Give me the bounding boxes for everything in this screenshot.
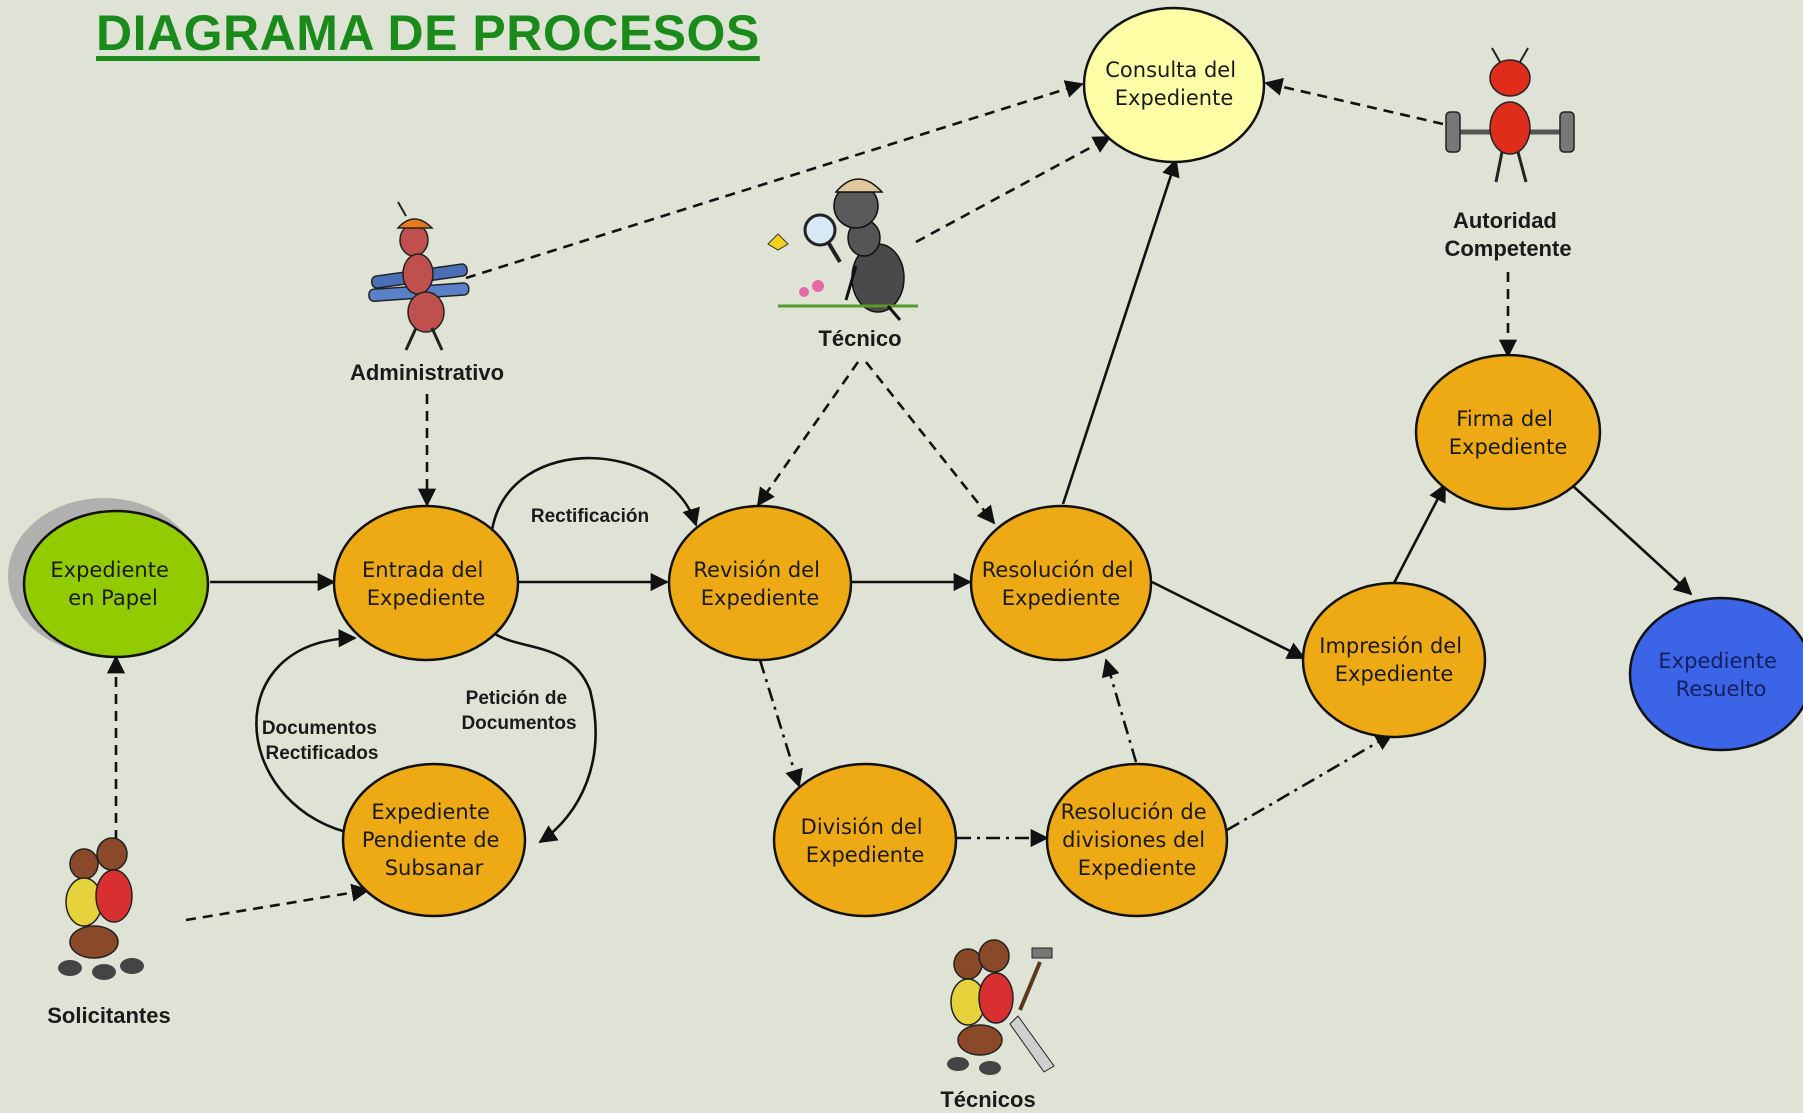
node-firma-del-expediente[interactable]: Firma del Expediente	[1414, 353, 1602, 511]
actors: Administrativo Técnico	[47, 47, 1575, 1112]
node-impresion-del-expediente[interactable]: Impresión del Expediente	[1301, 581, 1487, 739]
node-expediente-pendiente-de-subsanar[interactable]: Expediente Pendiente de Subsanar	[341, 762, 527, 918]
diagram-title: DIAGRAMA DE PROCESOS	[96, 5, 760, 61]
edge-administrativo-consulta	[465, 80, 1084, 280]
ant-carrying-pipes-icon	[368, 201, 470, 351]
edge-resolucion-consulta	[1061, 158, 1180, 505]
node-resuelto-text: Expediente Resuelto	[1658, 649, 1783, 701]
node-division-del-expediente[interactable]: División del Expediente	[772, 762, 958, 918]
edge-impresion-firma	[1392, 483, 1447, 584]
two-ants-icon	[58, 837, 144, 980]
node-resolucion-de-divisiones[interactable]: Resolución de divisiones del Expediente	[1045, 762, 1229, 918]
node-resolucion-text: Resolución del Expediente	[982, 558, 1141, 610]
node-firma-text: Firma del Expediente	[1449, 407, 1568, 459]
two-ants-with-tools-icon	[947, 939, 1055, 1075]
node-pendiente-text: Expediente Pendiente de Subsanar	[362, 800, 506, 880]
label-peticion-line1: Petición de	[466, 688, 567, 709]
edge-labels: Rectificación Petición de Documentos Doc…	[262, 506, 649, 764]
actor-tecnicos-label: Técnicos	[940, 1087, 1035, 1112]
edge-resdivisiones-impresion	[1226, 732, 1394, 832]
red-ant-weightlifter-icon	[1445, 47, 1575, 183]
edge-tecnico-consulta	[915, 135, 1112, 244]
edge-revision-division	[758, 659, 803, 788]
edge-tecnico-resolucion	[864, 361, 996, 525]
node-consulta-text: Consulta del Expediente	[1105, 58, 1242, 110]
edge-resolucion-impresion	[1151, 580, 1306, 660]
node-expediente-en-papel[interactable]: Expediente en Papel	[8, 498, 210, 659]
label-documentos-line1: Documentos	[262, 718, 377, 739]
node-entrada-del-expediente[interactable]: Entrada del Expediente	[332, 504, 520, 662]
node-resolucion-del-expediente[interactable]: Resolución del Expediente	[969, 504, 1153, 662]
node-division-text: División del Expediente	[801, 815, 930, 867]
label-documentos-line2: Rectificados	[266, 743, 379, 764]
label-rectificacion: Rectificación	[531, 506, 649, 527]
edges	[106, 77, 1693, 922]
edge-autoridad-consulta	[1264, 77, 1444, 126]
edge-documentos-rectificados	[255, 629, 357, 834]
edge-resdivisiones-resolucion	[1101, 658, 1138, 763]
edge-peticion-documentos	[491, 630, 597, 844]
actor-tecnico-label: Técnico	[818, 326, 901, 351]
node-consulta-del-expediente[interactable]: Consulta del Expediente	[1082, 6, 1266, 164]
ant-with-magnifier-icon	[767, 178, 918, 321]
node-revision-text: Revisión del Expediente	[693, 558, 826, 610]
edge-rectificacion	[490, 456, 700, 531]
edge-firma-resuelto	[1572, 485, 1693, 596]
node-papel-text: Expediente en Papel	[50, 558, 175, 610]
edge-solicitantes-pendiente	[185, 883, 370, 922]
actor-solicitantes-label: Solicitantes	[47, 1003, 170, 1028]
label-peticion-line2: Documentos	[461, 713, 576, 734]
label-documentos-rectificados: Documentos Rectificados	[262, 718, 382, 764]
actor-autoridad-label: Autoridad Competente	[1444, 208, 1571, 261]
node-entrada-text: Entrada del Expediente	[362, 558, 490, 610]
nodes: Expediente en Papel Entrada del Expedien…	[8, 6, 1803, 918]
node-revision-del-expediente[interactable]: Revisión del Expediente	[667, 504, 853, 662]
actor-administrativo-label: Administrativo	[350, 360, 504, 385]
edge-tecnico-revision	[756, 361, 860, 507]
node-res-divisiones-text: Resolución de divisiones del Expediente	[1061, 800, 1214, 880]
node-impresion-text: Impresión del Expediente	[1319, 634, 1468, 686]
label-peticion-documentos: Petición de Documentos	[461, 688, 576, 734]
node-expediente-resuelto[interactable]: Expediente Resuelto	[1628, 596, 1803, 752]
